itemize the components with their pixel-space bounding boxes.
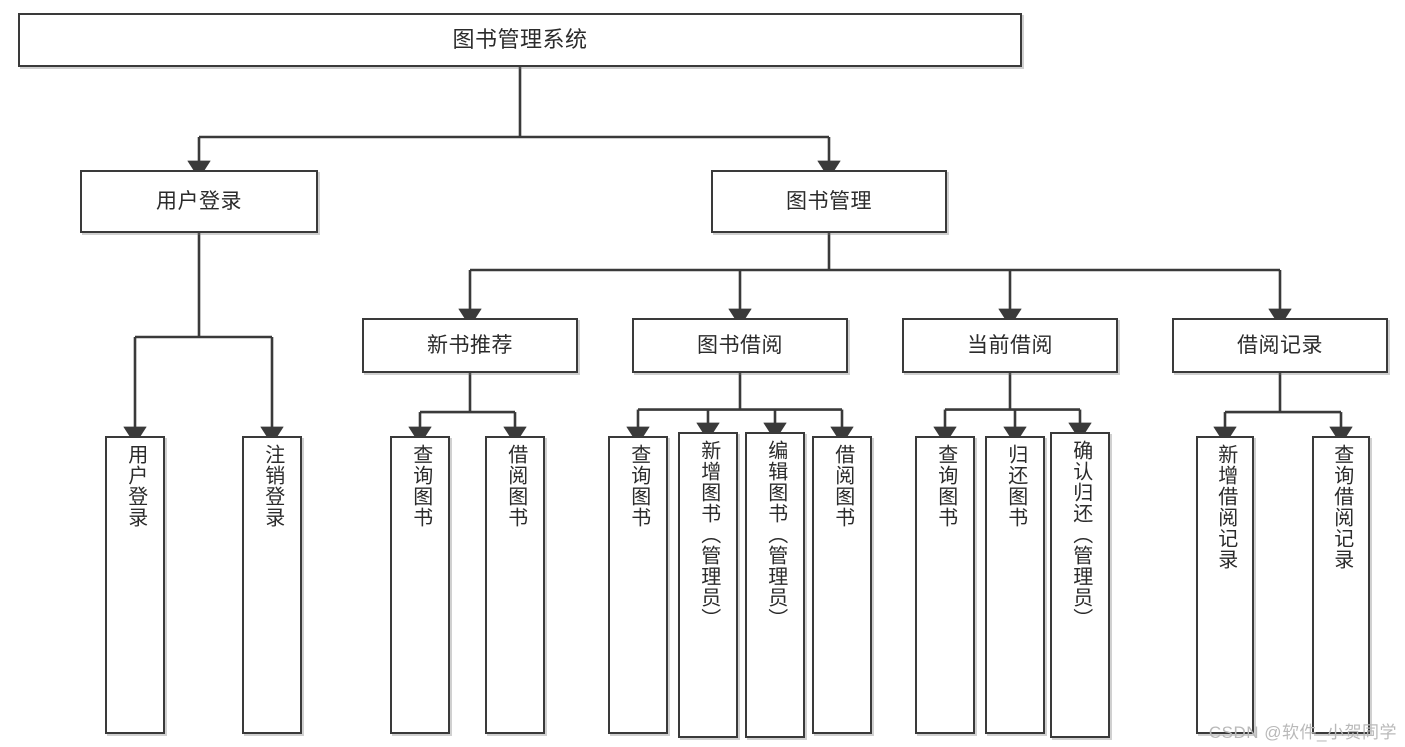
node-leaf-query-record[interactable]: 查询借阅记录: [1312, 436, 1370, 734]
node-root-label: 图书管理系统: [452, 27, 588, 52]
node-book-borrow-label: 图书借阅: [697, 334, 783, 357]
node-leaf-logout-label: 注销登录: [261, 444, 284, 528]
node-book-manage-label: 图书管理: [786, 190, 872, 213]
node-new-book-rec[interactable]: 新书推荐: [362, 318, 578, 373]
node-current-borrow-label: 当前借阅: [967, 334, 1053, 357]
node-borrow-record-label: 借阅记录: [1237, 334, 1323, 357]
node-leaf-query-book-2-label: 查询图书: [627, 444, 650, 528]
node-user-login-label: 用户登录: [156, 190, 242, 213]
node-leaf-borrow-book-1[interactable]: 借阅图书: [485, 436, 545, 734]
node-new-book-rec-label: 新书推荐: [427, 334, 513, 357]
node-leaf-confirm-return-label: 确认归还（管理员）: [1069, 440, 1092, 629]
node-leaf-confirm-return[interactable]: 确认归还（管理员）: [1050, 432, 1110, 738]
node-leaf-user-login-label: 用户登录: [124, 444, 147, 528]
node-leaf-query-book-1-label: 查询图书: [409, 444, 432, 528]
node-book-borrow[interactable]: 图书借阅: [632, 318, 848, 373]
node-leaf-edit-book[interactable]: 编辑图书（管理员）: [745, 432, 805, 738]
node-leaf-query-book-3[interactable]: 查询图书: [915, 436, 975, 734]
node-book-manage[interactable]: 图书管理: [711, 170, 947, 233]
node-leaf-logout[interactable]: 注销登录: [242, 436, 302, 734]
node-leaf-add-record-label: 新增借阅记录: [1214, 444, 1237, 570]
node-leaf-return-book[interactable]: 归还图书: [985, 436, 1045, 734]
node-current-borrow[interactable]: 当前借阅: [902, 318, 1118, 373]
node-leaf-query-record-label: 查询借阅记录: [1330, 444, 1353, 570]
node-leaf-user-login[interactable]: 用户登录: [105, 436, 165, 734]
node-leaf-return-book-label: 归还图书: [1004, 444, 1027, 528]
node-leaf-add-book-label: 新增图书（管理员）: [697, 440, 720, 629]
node-leaf-borrow-book-2[interactable]: 借阅图书: [812, 436, 872, 734]
node-leaf-query-book-1[interactable]: 查询图书: [390, 436, 450, 734]
node-root[interactable]: 图书管理系统: [18, 13, 1022, 67]
node-leaf-edit-book-label: 编辑图书（管理员）: [764, 440, 787, 629]
node-leaf-borrow-book-1-label: 借阅图书: [504, 444, 527, 528]
node-user-login[interactable]: 用户登录: [80, 170, 318, 233]
node-leaf-query-book-2[interactable]: 查询图书: [608, 436, 668, 734]
node-leaf-borrow-book-2-label: 借阅图书: [831, 444, 854, 528]
node-leaf-add-record[interactable]: 新增借阅记录: [1196, 436, 1254, 734]
node-borrow-record[interactable]: 借阅记录: [1172, 318, 1388, 373]
node-leaf-query-book-3-label: 查询图书: [934, 444, 957, 528]
node-leaf-add-book[interactable]: 新增图书（管理员）: [678, 432, 738, 738]
